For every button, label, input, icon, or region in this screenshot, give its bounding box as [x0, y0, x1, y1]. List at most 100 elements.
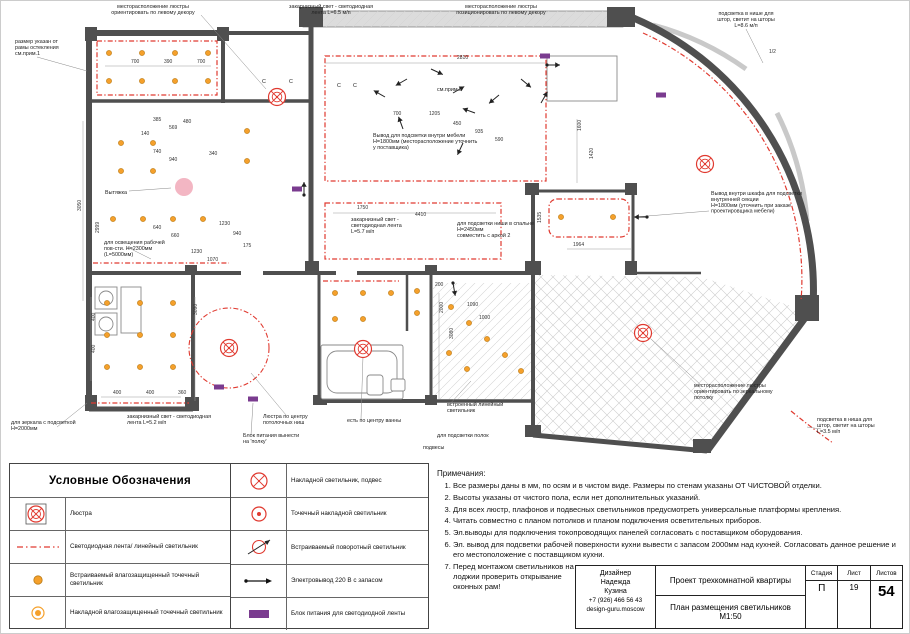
- chandelier-inner: [699, 158, 711, 170]
- chandelier-dot: [642, 332, 644, 334]
- arrow-dot: [545, 63, 549, 67]
- dimension-label: 175: [243, 243, 252, 249]
- chandelier-inner: [357, 343, 369, 355]
- wall-block: [607, 7, 635, 27]
- dimension-label: 400: [113, 390, 122, 396]
- legend-symbol-cell: [10, 531, 66, 563]
- spot-light: [448, 304, 454, 310]
- stage-label: Стадия: [806, 566, 839, 580]
- rotatable-light-arrow: [397, 116, 404, 130]
- legend-row: Накладной светильник, подвес: [231, 464, 428, 498]
- note-item: Эл.выводы для подключения токопроводящих…: [453, 528, 903, 538]
- annotation-label: есть по центру ванны: [347, 418, 401, 424]
- chandelier-dot: [704, 163, 706, 165]
- legend-symbol-cell: [10, 498, 66, 530]
- dimension-label: 480: [183, 119, 192, 125]
- wall-block: [795, 295, 819, 321]
- point-surface-icon: [250, 506, 267, 522]
- wall-block: [185, 265, 197, 275]
- spot-light: [170, 216, 176, 222]
- legend-row: Электровывод 220 В с запасом: [231, 563, 428, 597]
- dimension-label: 569: [169, 125, 178, 131]
- arrow-head: [437, 70, 443, 75]
- leader-line: [745, 28, 764, 64]
- spot-light: [360, 290, 366, 296]
- arrow-dot: [451, 281, 455, 285]
- dimension-label: 2810: [457, 55, 468, 61]
- title-block-designer-cell: Дизайнер Надежда Кузина +7 (926) 466 56 …: [576, 566, 656, 628]
- dimension-label: 2999: [95, 222, 101, 233]
- dimension-label: 1/2: [769, 49, 776, 55]
- psu-block: [540, 53, 550, 59]
- arrow-head: [489, 98, 495, 104]
- legend-symbol-cell: [10, 564, 66, 596]
- spot-light: [244, 158, 250, 164]
- spot-light: [360, 316, 366, 322]
- legend-symbol-cell: [231, 531, 287, 564]
- spot-light: [464, 366, 470, 372]
- spot-light: [172, 50, 178, 56]
- legend-label: Люстра: [70, 510, 92, 518]
- chandelier-symbol: [695, 154, 715, 174]
- notes: Примечания: Все размеры даны в мм, по ос…: [437, 469, 903, 594]
- wall-block: [299, 7, 323, 27]
- stage-value: П: [806, 581, 839, 628]
- spot-light: [139, 78, 145, 84]
- annotation-label: подвесы: [423, 445, 444, 451]
- spot-light: [137, 300, 143, 306]
- arrow-dot: [645, 215, 649, 219]
- rotatable-light-arrow: [462, 107, 476, 114]
- window: [652, 22, 748, 72]
- wall: [532, 432, 708, 454]
- furniture: [120, 286, 142, 334]
- arrow-head: [525, 82, 531, 88]
- dimension-label: 2000: [439, 302, 445, 313]
- spot-light: [484, 336, 490, 342]
- designer-name: Дизайнер Надежда Кузина: [599, 570, 632, 596]
- legend-row: Точечный накладной светильник: [231, 497, 428, 531]
- electrical-outlet-arrow: [634, 214, 649, 220]
- recessed-wet-spot-icon: [32, 575, 43, 585]
- dimension-label: 390: [164, 59, 173, 65]
- arrow-head: [373, 90, 380, 96]
- spot-light: [170, 364, 176, 370]
- led-strip: [790, 410, 834, 444]
- arrow-head: [301, 182, 307, 187]
- arrow-dot: [302, 193, 306, 197]
- arrow-head: [462, 107, 469, 113]
- outlet-icon: [243, 577, 272, 584]
- surface-wet-spot-icon: [30, 606, 45, 620]
- led-strip: [324, 202, 502, 260]
- dimension-label: 590: [495, 137, 504, 143]
- legend-label: Накладной светильник, подвес: [291, 476, 382, 484]
- led-strip-icon: [16, 546, 59, 548]
- wall-block: [305, 261, 319, 275]
- dimension-label: 660: [171, 233, 180, 239]
- electrical-outlet-arrow: [301, 182, 307, 197]
- dimension-label: 700: [131, 59, 140, 65]
- legend-row: Накладной влагозащищенный точечный свети…: [10, 596, 230, 629]
- ceiling-hatch: [433, 283, 531, 399]
- led-strip: [642, 32, 803, 302]
- spot-light: [518, 368, 524, 374]
- legend-symbol-cell: [231, 498, 287, 531]
- wall-block: [625, 261, 637, 275]
- dimension-label: 400: [146, 390, 155, 396]
- furniture: [390, 378, 406, 392]
- rotatable-light-arrow: [457, 142, 464, 155]
- designer-site: design-guru.moscow: [586, 606, 645, 614]
- title-block-right: Стадия Лист Листов П 19 54: [806, 566, 902, 628]
